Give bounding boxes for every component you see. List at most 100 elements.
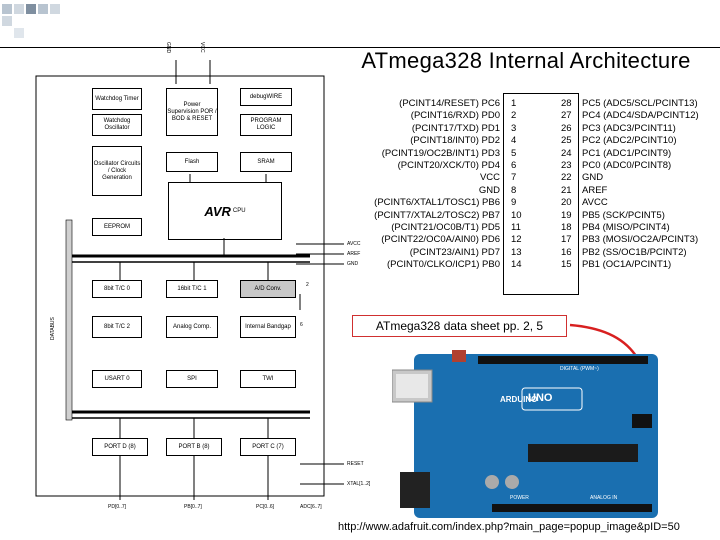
pin-right-number: 16 (561, 246, 572, 258)
pin-right-label: PB5 (SCK/PCINT5) (582, 209, 665, 221)
pin-right-number: 15 (561, 259, 572, 271)
pin-right-number: 17 (561, 234, 572, 246)
watchdog-oscillator-block: Watchdog Oscillator (92, 114, 142, 136)
pin-left-label: (PCINT0/CLKO/ICP1) PB0 (387, 259, 500, 271)
pin-left-number: 12 (511, 234, 522, 246)
pin-left-label: (PCINT21/OC0B/T1) PD5 (391, 222, 500, 233)
pin-left-number: 1 (511, 98, 517, 109)
pin-left-number: 11 (511, 222, 521, 233)
aref-signal-label: AREF (347, 251, 361, 257)
bandgap-width-label: 6 (300, 322, 303, 328)
source-url: http://www.adafruit.com/index.php?main_p… (338, 521, 680, 533)
pin-left-label: (PCINT23/AIN1) PD7 (409, 246, 500, 258)
pin-right-number: 23 (561, 160, 572, 171)
pin-left-label: (PCINT7/XTAL2/TOSC2) PB7 (374, 209, 500, 221)
pin-left-number: 4 (511, 135, 517, 147)
pin-right-number: 25 (561, 135, 572, 147)
pin-right-label: GND (582, 172, 604, 184)
board-logo: ARDUINO (500, 395, 538, 404)
pin-right-label: PB2 (SS/OC1B/PCINT2) (582, 246, 687, 258)
board-digital-label: DIGITAL (PWM~) (560, 366, 599, 372)
decorative-squares (2, 4, 60, 38)
pin-left-number: 9 (511, 197, 517, 209)
board-analog-label: ANALOG IN (590, 495, 618, 501)
usart-block: USART 0 (92, 370, 142, 388)
analog-comparator-block: Analog Comp. (166, 316, 218, 338)
pin-right-number: 20 (561, 197, 572, 209)
port-c-block: PORT C (7) (240, 438, 296, 456)
flash-block: Flash (166, 152, 218, 172)
program-logic-block: PROGRAM LOGIC (240, 114, 292, 136)
pin-right-label: PC2 (ADC2/PCINT10) (582, 135, 677, 147)
reset-signal-label: RESET (347, 461, 364, 467)
eeprom-block: EEPROM (92, 218, 142, 236)
pin-right-label: PB1 (OC1A/PCINT1) (582, 259, 672, 271)
pin-right-number: 27 (561, 110, 572, 122)
pin-left-number: 6 (511, 160, 517, 171)
agnd-signal-label: GND (347, 261, 359, 267)
pin-right-number: 19 (561, 209, 572, 221)
architecture-diagram: GND VCC Watchdog Timer Watchdog Oscillat… (0, 40, 370, 520)
header-rule (0, 47, 720, 48)
pin-right-number: 28 (561, 98, 572, 109)
pin-left-number: 14 (511, 259, 522, 271)
timer1-block: 16bit T/C 1 (166, 280, 218, 298)
xtal-signal-label: XTAL[1..2] (347, 481, 371, 487)
adc-block: A/D Conv. (240, 280, 296, 298)
port-b-block: PORT B (8) (166, 438, 222, 456)
pin-left-label: (PCINT6/XTAL1/TOSC1) PB6 (374, 197, 500, 209)
pin-right-label: PC4 (ADC4/SDA/PCINT12) (582, 110, 699, 122)
pin-left-label: (PCINT17/TXD) PD1 (411, 122, 500, 134)
pin-left-label: (PCINT19/OC2B/INT1) PD3 (381, 147, 500, 159)
arduino-uno-board (392, 350, 658, 518)
pd-pins-label: PD[0..7] (108, 504, 127, 510)
pin-right-number: 18 (561, 222, 572, 233)
avcc-signal-label: AVCC (347, 241, 361, 247)
pb-pins-label: PB[0..7] (184, 504, 202, 510)
pin-left-label: (PCINT14/RESET) PC6 (399, 98, 500, 109)
sram-block: SRAM (240, 152, 292, 172)
pin-right-label: PB4 (MISO/PCINT4) (582, 222, 670, 233)
pin-left-label: VCC (479, 172, 500, 184)
vcc-signal-label: VCC (199, 42, 205, 53)
timer0-block: 8bit T/C 0 (92, 280, 142, 298)
pin-left-label: (PCINT20/XCK/T0) PD4 (397, 160, 500, 171)
pin-right-number: 21 (561, 184, 572, 196)
avr-logo: AVR (204, 203, 231, 219)
pin-right-label: PC5 (ADC5/SCL/PCINT13) (582, 98, 698, 109)
pin-left-number: 13 (511, 246, 522, 258)
twi-block: TWI (240, 370, 296, 388)
pin-right-label: PC3 (ADC3/PCINT11) (582, 122, 676, 134)
pin-left-label: (PCINT16/RXD) PD0 (410, 110, 500, 122)
adc-pins-label: ADC[6..7] (300, 504, 322, 510)
watchdog-timer-block: Watchdog Timer (92, 88, 142, 110)
pin-left-label: GND (478, 184, 500, 196)
pin-right-number: 22 (561, 172, 572, 184)
board-power-label: POWER (510, 495, 529, 501)
pin-left-label: (PCINT18/INT0) PD2 (410, 135, 500, 147)
pin-left-number: 3 (511, 122, 517, 134)
bandgap-block: Internal Bandgap (240, 316, 296, 338)
pc-pins-label: PC[0..6] (256, 504, 275, 510)
debugwire-block: debugWIRE (240, 88, 292, 106)
cpu-block: AVR CPU (168, 182, 282, 240)
pin-right-label: PC1 (ADC1/PCINT9) (582, 147, 672, 159)
slide-title: ATmega328 Internal Architecture (361, 48, 691, 73)
power-supervision-block: Power Supervision POR / BOD & RESET (166, 88, 218, 136)
databus-label: DATABUS (50, 317, 56, 340)
port-d-block: PORT D (8) (92, 438, 148, 456)
pin-right-number: 26 (561, 122, 572, 134)
pin-right-label: PC0 (ADC0/PCINT8) (582, 160, 672, 171)
pin-right-number: 24 (561, 147, 572, 159)
pin-left-label: (PCINT22/OC0A/AIN0) PD6 (381, 234, 500, 246)
pin-left-number: 2 (511, 110, 517, 122)
pin-left-number: 8 (511, 184, 517, 196)
pin-left-number: 5 (511, 147, 517, 159)
oscillator-block: Oscillator Circuits / Clock Generation (92, 146, 142, 196)
gnd-signal-label: GND (165, 42, 171, 54)
timer2-block: 8bit T/C 2 (92, 316, 142, 338)
pin-right-label: AVCC (582, 197, 608, 209)
board-model: UNO (528, 392, 553, 404)
pin-right-label: AREF (582, 184, 608, 196)
diagram-lines (35, 60, 344, 500)
